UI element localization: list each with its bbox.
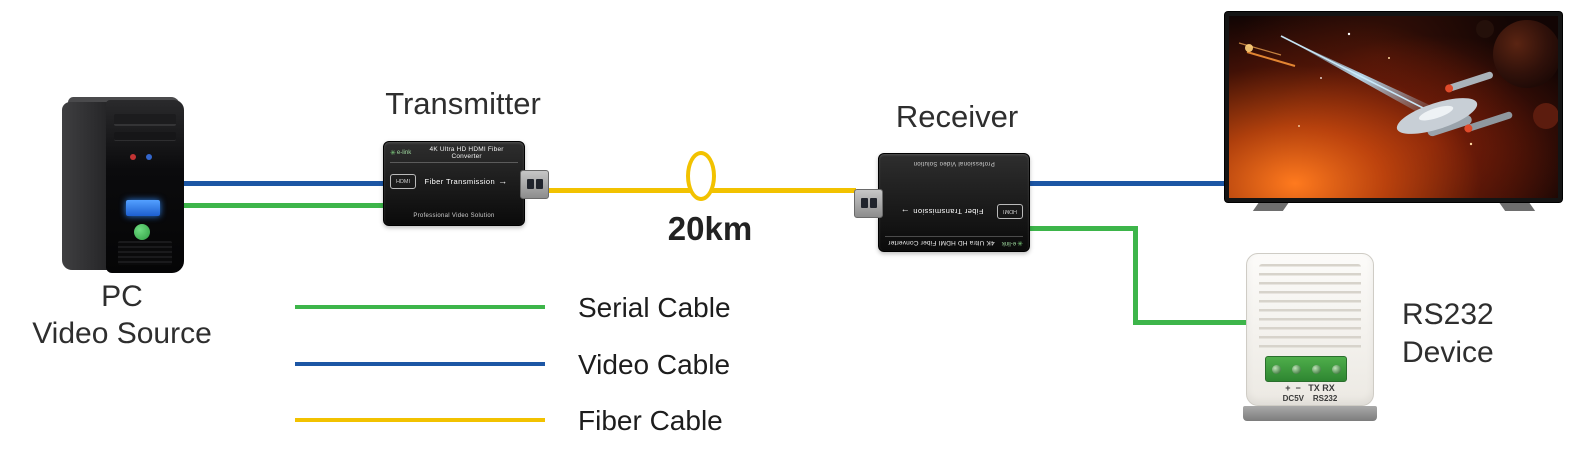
pc-optical-drive: [114, 114, 176, 126]
terminal-screw: [1331, 364, 1341, 374]
vent-slots: [1259, 264, 1361, 352]
legend-label-serial: Serial Cable: [578, 292, 731, 323]
mode-label: Fiber Transmission: [912, 207, 984, 217]
device-header: ✳e-link 4K Ultra HD HDMI Fiber Converter: [885, 236, 1023, 247]
terminal-pin-labels: + − TX RX: [1285, 383, 1335, 393]
serial-cable-receiver-to-rs232-segment-1: [1024, 226, 1138, 231]
rs232-body: + − TX RX DC5V RS232: [1246, 253, 1374, 406]
tv-stand-right: [1498, 202, 1536, 211]
lc-connector-hole: [526, 179, 534, 189]
serial-cable-receiver-to-rs232-segment-3: [1133, 320, 1250, 325]
legend-line-serial: [295, 305, 545, 309]
pc-reset-button: [130, 154, 136, 160]
transmitter-label: Transmitter: [385, 86, 541, 121]
pc-label-line2: Video Source: [32, 317, 212, 350]
pc-power-button: [134, 224, 150, 240]
pc-usb-port: [146, 154, 152, 160]
brand-logo: ✳e-link: [1002, 239, 1023, 247]
video-cable-receiver-to-tv: [1024, 181, 1230, 186]
hdmi-port-label: HDMI: [395, 178, 411, 185]
receiver-label: Receiver: [895, 99, 1019, 134]
transmitter-device-image: ✳e-link 4K Ultra HD HDMI Fiber Converter…: [383, 141, 549, 226]
lc-connector-hole: [535, 179, 543, 189]
pc-label-line1: PC: [101, 280, 143, 313]
legend-label-fiber: Fiber Cable: [578, 405, 723, 436]
brand-mark-icon: ✳: [1017, 239, 1023, 246]
pc-front-panel: [106, 100, 184, 273]
brand-logo: ✳e-link: [390, 149, 411, 157]
pc-label: PC Video Source: [22, 278, 222, 352]
lc-connector-hole: [860, 198, 868, 208]
tv-display: [1225, 12, 1562, 202]
hdmi-port-label: HDMI: [1002, 208, 1018, 215]
brand-mark-icon: ✳: [390, 150, 396, 157]
fiber-cable-loop: [686, 151, 716, 201]
tv-space-scene: [1238, 20, 1558, 146]
receiver-faceplate: ✳e-link 4K Ultra HD HDMI Fiber Converter…: [885, 158, 1023, 247]
sfp-module: [854, 188, 883, 218]
pc-led-display: [126, 200, 160, 216]
pc-vent-grille: [118, 241, 172, 265]
terminal-screw: [1291, 364, 1301, 374]
device-title: 4K Ultra HD HDMI Fiber Converter: [429, 146, 504, 160]
rs232-label-line2: Device: [1402, 336, 1494, 369]
legend-line-video: [295, 362, 545, 366]
device-mode-text: Fiber Transmission →: [416, 176, 516, 186]
transmitter-faceplate: ✳e-link 4K Ultra HD HDMI Fiber Converter…: [390, 146, 518, 221]
terminal-port-labels: DC5V RS232: [1282, 394, 1338, 403]
pc-drive-bay: [114, 132, 176, 141]
pc-side-panel: [62, 102, 112, 270]
signal-arrow-icon: →: [498, 176, 508, 186]
device-title: 4K Ultra HD HDMI Fiber Converter: [888, 239, 995, 247]
lc-connector-hole: [869, 198, 877, 208]
brand-name: e-link: [396, 150, 412, 156]
pc-tower-image: [62, 97, 184, 273]
device-header: ✳e-link 4K Ultra HD HDMI Fiber Converter: [390, 146, 518, 163]
device-footer-text: Professional Video Solution: [413, 213, 495, 219]
rs232-device-image: + − TX RX DC5V RS232: [1243, 253, 1377, 421]
mode-label: Fiber Transmission: [424, 176, 496, 186]
terminal-screw: [1271, 364, 1281, 374]
receiver-device-image: ✳e-link 4K Ultra HD HDMI Fiber Converter…: [854, 153, 1030, 252]
legend-label-video: Video Cable: [578, 349, 731, 380]
terminal-screw: [1311, 364, 1321, 374]
serial-cable-receiver-to-rs232-segment-2: [1133, 226, 1138, 325]
device-mode-text: Fiber Transmission →: [887, 207, 997, 217]
distance-label: 20km: [667, 210, 753, 247]
rs232-label-line1: RS232: [1402, 298, 1494, 331]
signal-arrow-icon: →: [900, 207, 910, 217]
terminal-block: [1265, 356, 1347, 382]
brand-name: e-link: [1001, 240, 1017, 246]
tv-screen: [1229, 16, 1558, 198]
tv-stand-left: [1252, 202, 1290, 211]
hdmi-port: HDMI: [390, 174, 416, 189]
serial-cable-pc-to-transmitter: [174, 203, 386, 208]
rs232-base: [1243, 406, 1377, 421]
device-footer-text: Professional Video Solution: [913, 160, 995, 166]
legend-line-fiber: [295, 418, 545, 422]
video-cable-pc-to-transmitter: [174, 181, 386, 186]
sfp-module: [520, 169, 549, 199]
hdmi-port: HDMI: [997, 204, 1023, 219]
rs232-label: RS232 Device: [1402, 296, 1562, 372]
